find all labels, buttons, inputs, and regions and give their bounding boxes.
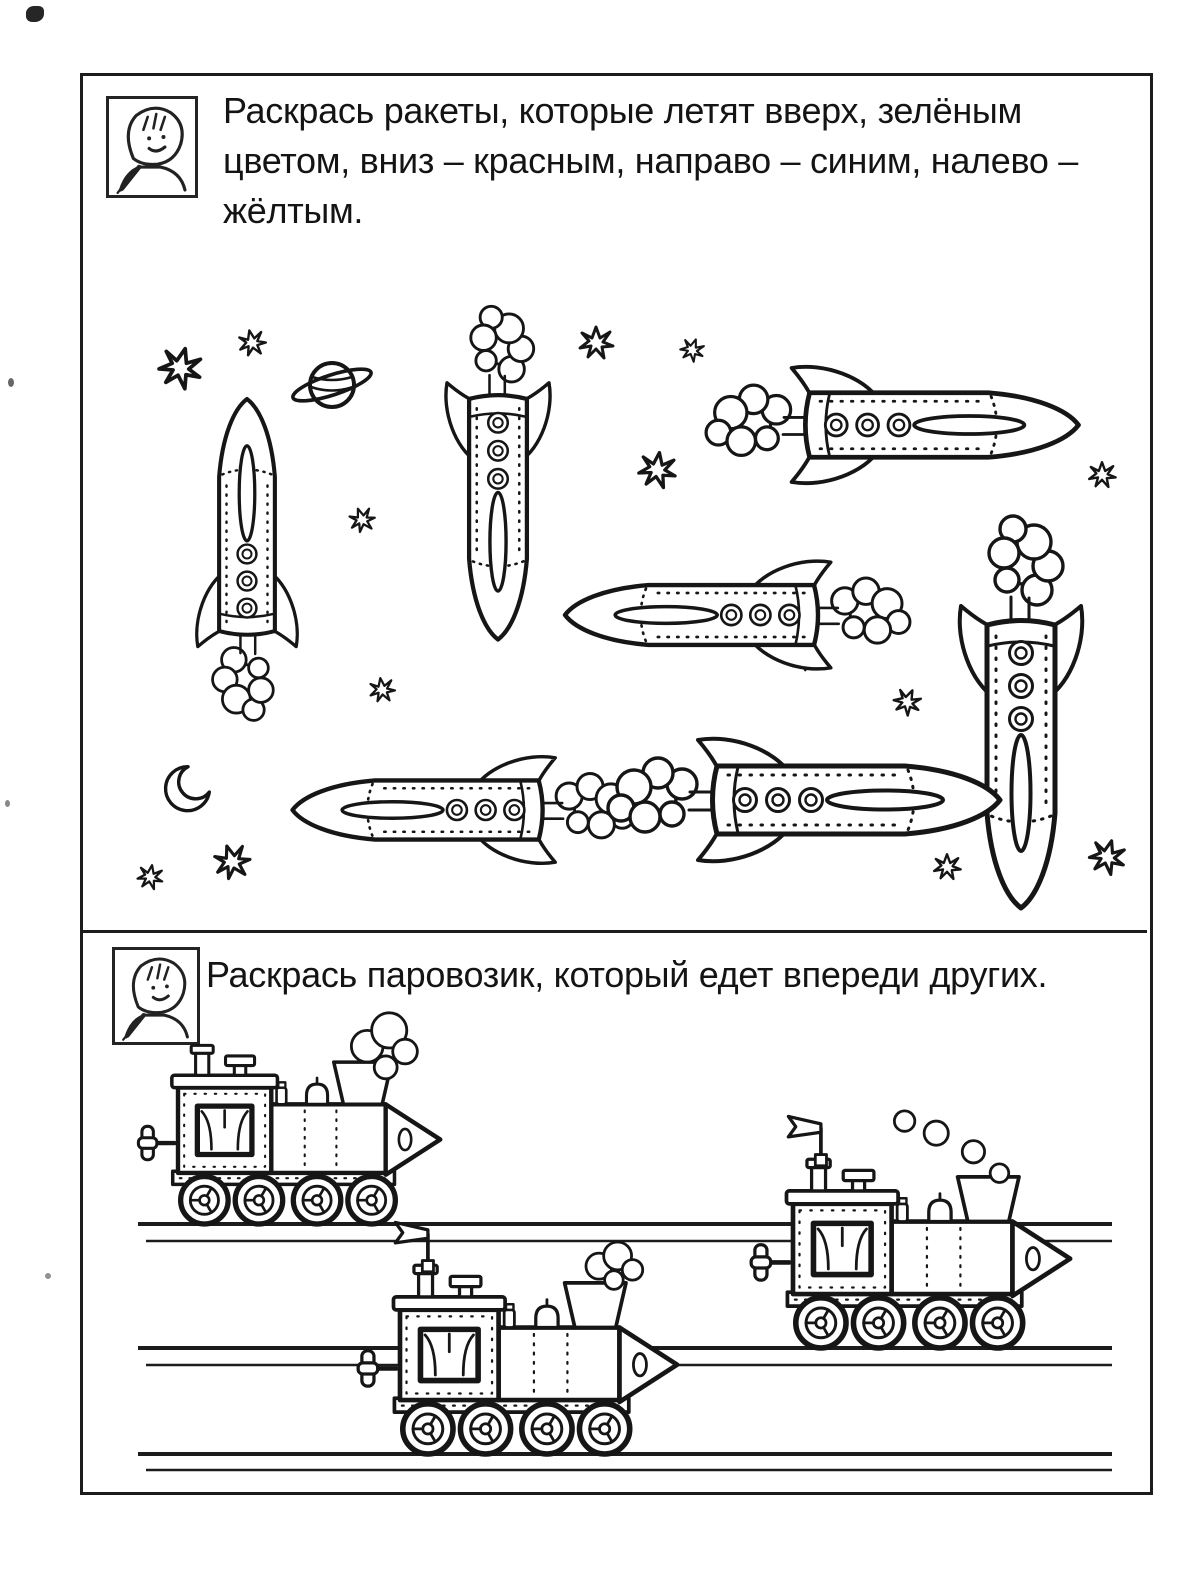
- star-icon: [578, 325, 615, 360]
- task-icon-box: [106, 96, 198, 198]
- smoke-cloud: [584, 1240, 645, 1291]
- rocket-flying-right: [608, 739, 1000, 862]
- scan-artifact: [26, 6, 44, 22]
- star-icon: [635, 448, 680, 491]
- star-icon: [235, 326, 269, 359]
- star-icon: [933, 853, 962, 881]
- rocket-flying-left: [565, 561, 910, 669]
- star-icon: [1084, 834, 1131, 879]
- saturn-planet-icon: [287, 360, 377, 410]
- rocket-flying-down: [446, 306, 550, 639]
- star-icon: [676, 334, 709, 365]
- rocket-flying-right: [706, 367, 1078, 483]
- star-icon: [367, 675, 398, 704]
- train-bottom-middle: [358, 1220, 677, 1454]
- rocket-flying-left: [293, 757, 634, 864]
- trains-scene: [80, 1011, 1112, 1472]
- rockets-instruction-text: Раскрась ракеты, которые летят вверх, зе…: [223, 90, 1079, 231]
- task-icon-box: [112, 947, 200, 1045]
- smoke-puffs: [892, 1109, 1011, 1184]
- rocket-flying-down: [960, 516, 1083, 908]
- rockets-scene: [135, 270, 1131, 928]
- star-icon: [889, 683, 926, 720]
- train-front: [751, 1109, 1070, 1348]
- scan-artifact: [45, 1273, 51, 1279]
- section-divider: [83, 930, 1147, 933]
- crescent-moon-icon: [158, 760, 215, 818]
- trains-instruction-text: Раскрась паровозик, который едет впереди…: [206, 954, 1048, 995]
- scan-artifact: [8, 378, 14, 387]
- smoke-cloud: [349, 1011, 419, 1081]
- star-icon: [1087, 461, 1117, 489]
- star-icon: [153, 341, 208, 394]
- star-icon: [345, 503, 379, 536]
- star-icon: [135, 861, 166, 892]
- star-icon: [209, 838, 256, 884]
- train-top-left: [138, 1011, 440, 1224]
- child-with-pencil-icon: [109, 99, 195, 195]
- rocket-flying-up: [197, 399, 297, 720]
- scan-artifact: [5, 800, 10, 807]
